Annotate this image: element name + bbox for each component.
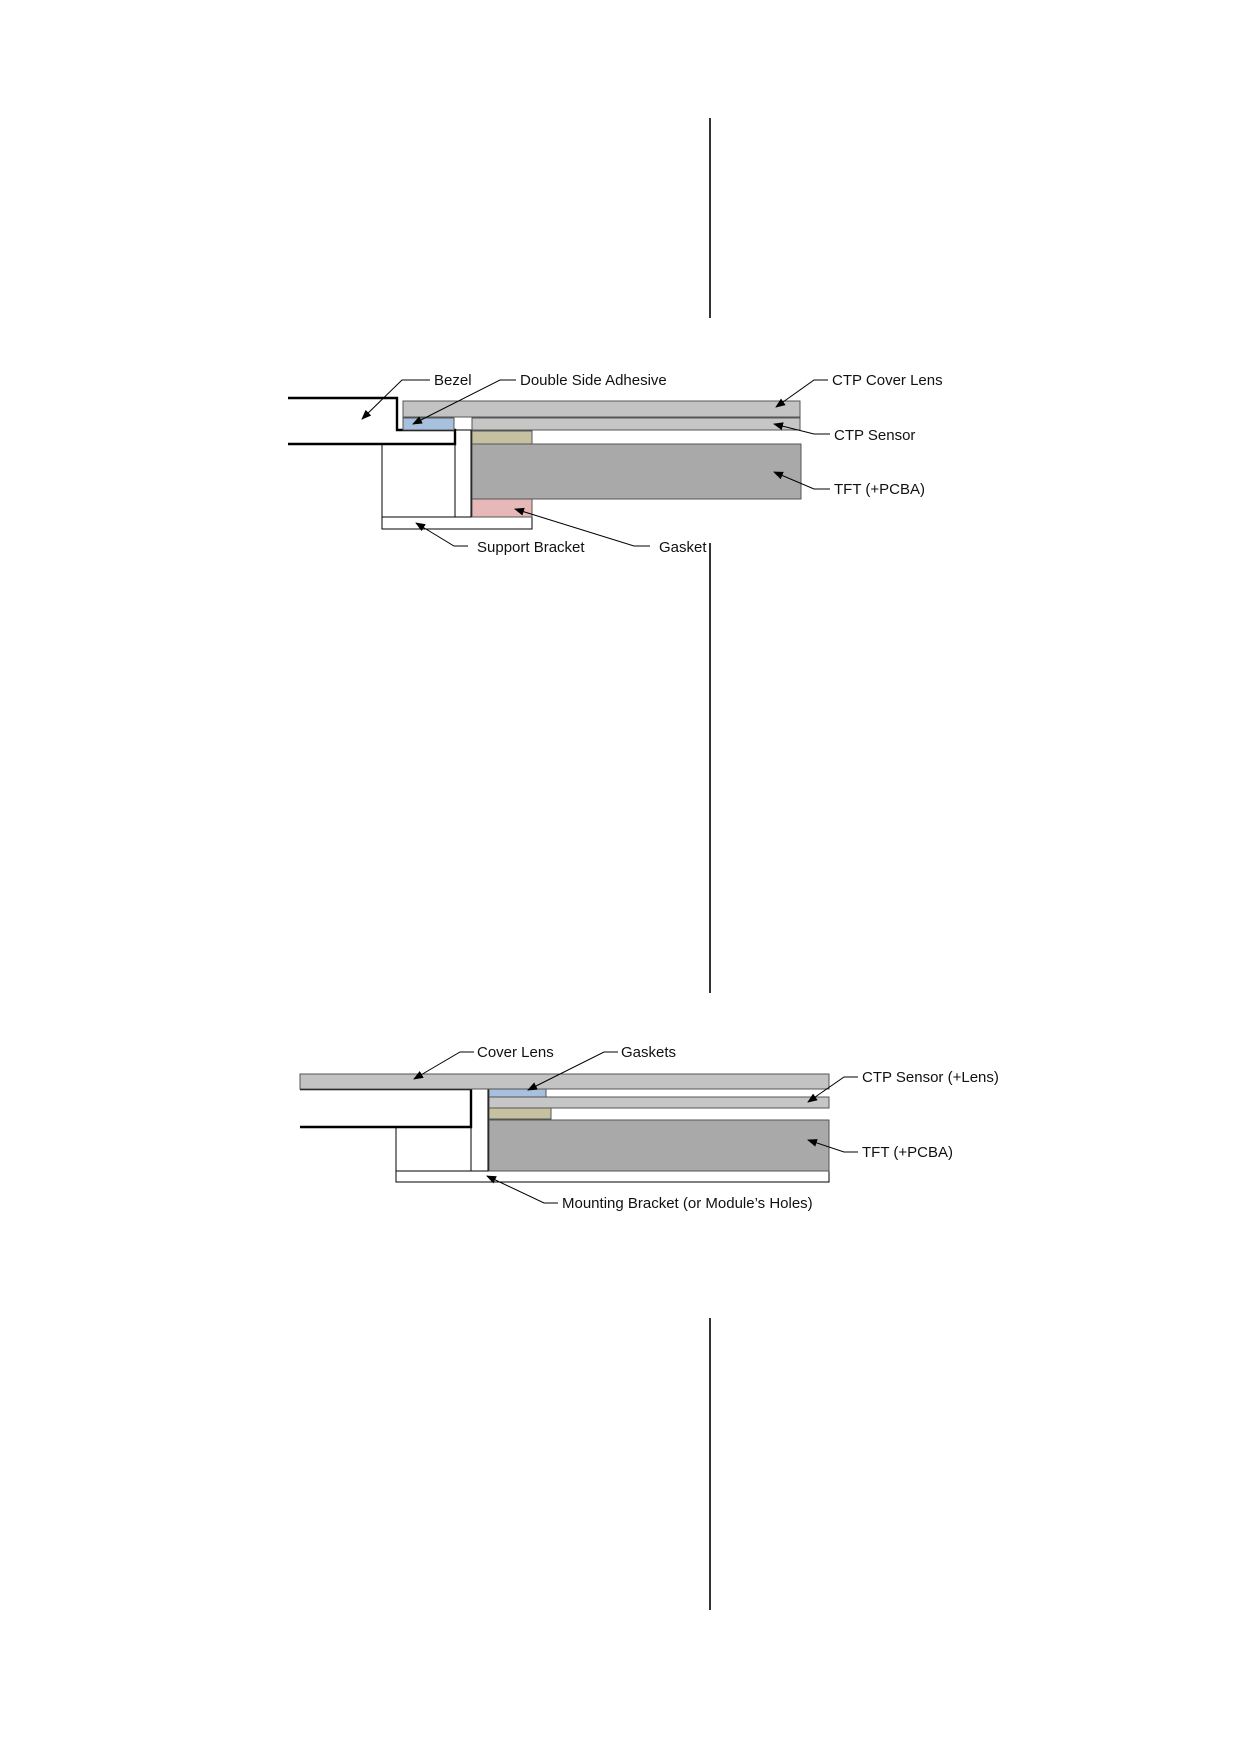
tft-label-2: TFT (+PCBA) [862, 1144, 953, 1161]
diagram-bezel-mount: Bezel Double Side Adhesive CTP Cover Len… [288, 372, 943, 556]
cover-lens-leader-2 [413, 1051, 474, 1080]
gaskets-leader [527, 1051, 618, 1091]
support-bracket-leader [415, 522, 468, 547]
spacer-strip-layer-2 [488, 1107, 552, 1120]
support-bracket-post [454, 429, 472, 518]
ctp-sensor-lens-label: CTP Sensor (+Lens) [862, 1069, 999, 1086]
bezel-leader [361, 379, 430, 420]
mounting-bracket-base [395, 1170, 830, 1183]
cover-lens-layer [299, 1073, 830, 1090]
ctp-sensor-layer [471, 417, 801, 431]
ctp-cover-lens-layer [402, 400, 801, 418]
ctp-sensor-lens-leader [807, 1076, 858, 1103]
support-bracket-base [381, 516, 533, 530]
double-side-adhesive-layer [402, 417, 455, 431]
double-side-adhesive-label: Double Side Adhesive [520, 372, 667, 389]
support-bracket-wall [381, 443, 456, 518]
tft-label: TFT (+PCBA) [834, 481, 925, 498]
spacer-strip-layer [471, 430, 533, 445]
gaskets-label: Gaskets [621, 1044, 676, 1061]
mounting-bracket-wall [395, 1126, 472, 1172]
ctp-sensor-lens-layer [488, 1096, 830, 1109]
gasket-label: Gasket [659, 539, 707, 556]
diagram-cover-lens-mount: Cover Lens Gaskets CTP Sensor (+Lens) TF… [299, 1044, 999, 1212]
sensor-leader [773, 422, 830, 435]
tft-layer [471, 443, 802, 500]
mounting-bracket-label: Mounting Bracket (or Module’s Holes) [562, 1195, 813, 1212]
gasket-layer [471, 498, 533, 518]
mounting-bracket-leader [486, 1175, 558, 1204]
tft-layer-2 [488, 1119, 830, 1172]
gasket-leader [514, 507, 650, 547]
support-bracket-label: Support Bracket [477, 539, 585, 556]
gaskets-layer [488, 1088, 547, 1098]
cover-lens-label: Cover Lens [477, 1044, 554, 1061]
housing-outline [300, 1087, 473, 1129]
ctp-cover-lens-label: CTP Cover Lens [832, 372, 943, 389]
cover-lens-leader [775, 379, 828, 408]
tft-leader-2 [807, 1139, 858, 1153]
bezel-label: Bezel [434, 372, 472, 389]
ctp-sensor-label: CTP Sensor [834, 427, 915, 444]
adhesive-leader [412, 379, 516, 425]
tft-leader [773, 471, 830, 490]
mounting-bracket-post [470, 1088, 489, 1172]
